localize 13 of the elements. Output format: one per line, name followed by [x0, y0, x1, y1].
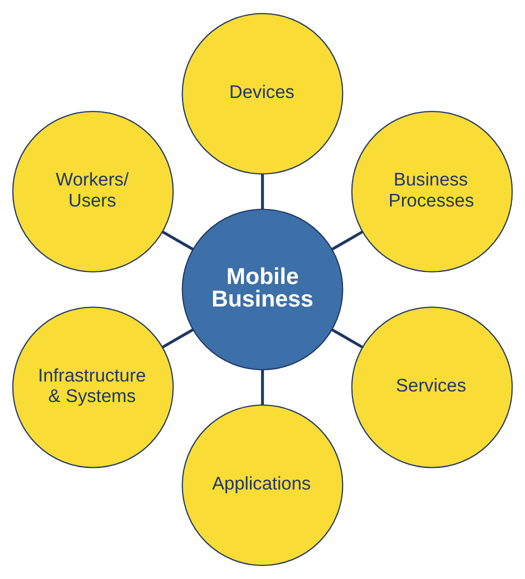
connector: [162, 328, 194, 348]
node-circle: Devices: [182, 13, 344, 174]
node-circle: Business Processes: [351, 110, 513, 272]
connector: [162, 230, 194, 251]
node-circle: Applications: [182, 404, 344, 566]
node-circle: Services: [351, 306, 513, 468]
connector: [261, 370, 264, 405]
node-circle: Infrastructure & Systems: [12, 306, 174, 468]
node-circle: Mobile Business: [182, 208, 344, 370]
connector: [331, 328, 364, 348]
connector: [331, 230, 364, 251]
connector: [261, 174, 264, 210]
node-circle: Workers/ Users: [12, 110, 174, 272]
